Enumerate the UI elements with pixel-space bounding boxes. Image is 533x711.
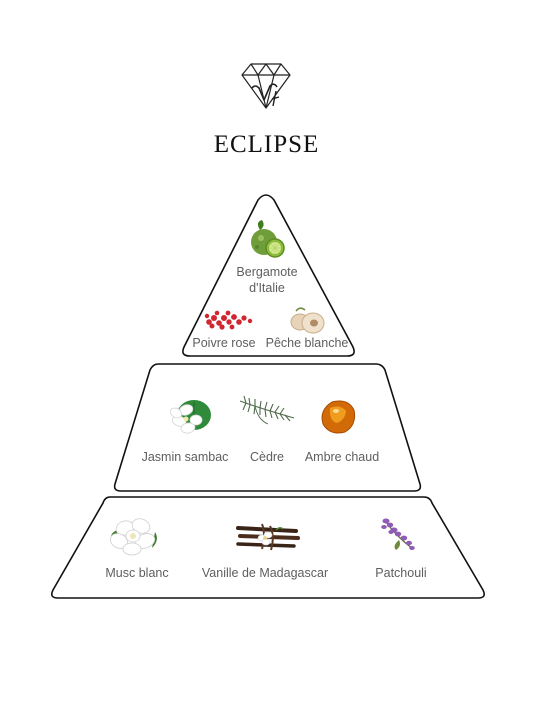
note-label-peche-blanche: Pêche blanche	[266, 336, 349, 350]
white-peach-icon	[290, 307, 325, 334]
note-label-musc-blanc: Musc blanc	[105, 566, 168, 580]
bergamot-icon	[251, 220, 285, 258]
white-musk-flower-icon	[109, 518, 157, 556]
note-poivre-rose: Poivre rose	[192, 310, 256, 350]
note-label-jasmin-sambac: Jasmin sambac	[142, 450, 229, 464]
note-label-cedre: Cèdre	[250, 450, 284, 464]
note-label-patchouli: Patchouli	[375, 566, 426, 580]
note-cedre: Cèdre	[239, 395, 295, 464]
note-bergamote: Bergamote d'Italie	[236, 220, 298, 295]
note-patchouli: Patchouli	[375, 518, 427, 580]
perfume-title: ECLIPSE	[214, 131, 320, 158]
heart-notes-tier	[113, 363, 422, 492]
cedar-icon	[239, 395, 295, 425]
vanilla-icon	[236, 523, 300, 551]
patchouli-icon	[381, 518, 415, 550]
note-label-poivre-rose: Poivre rose	[192, 336, 255, 350]
note-label-bergamote-line2: d'Italie	[249, 281, 285, 295]
note-peche-blanche: Pêche blanche	[266, 307, 349, 350]
pink-pepper-icon	[204, 310, 253, 330]
note-label-bergamote: Bergamote	[236, 265, 297, 279]
amber-icon	[321, 400, 356, 434]
note-vanille-madagascar: Vanille de Madagascar	[202, 523, 328, 580]
note-jasmin-sambac: Jasmin sambac	[142, 400, 229, 464]
note-musc-blanc: Musc blanc	[105, 518, 169, 580]
base-notes-tier	[51, 496, 485, 599]
note-label-ambre-chaud: Ambre chaud	[305, 450, 379, 464]
diamond-monogram-logo	[241, 63, 291, 109]
note-label-vanille-madagascar: Vanille de Madagascar	[202, 566, 328, 580]
note-ambre-chaud: Ambre chaud	[305, 400, 379, 464]
jasmine-icon	[169, 400, 211, 434]
